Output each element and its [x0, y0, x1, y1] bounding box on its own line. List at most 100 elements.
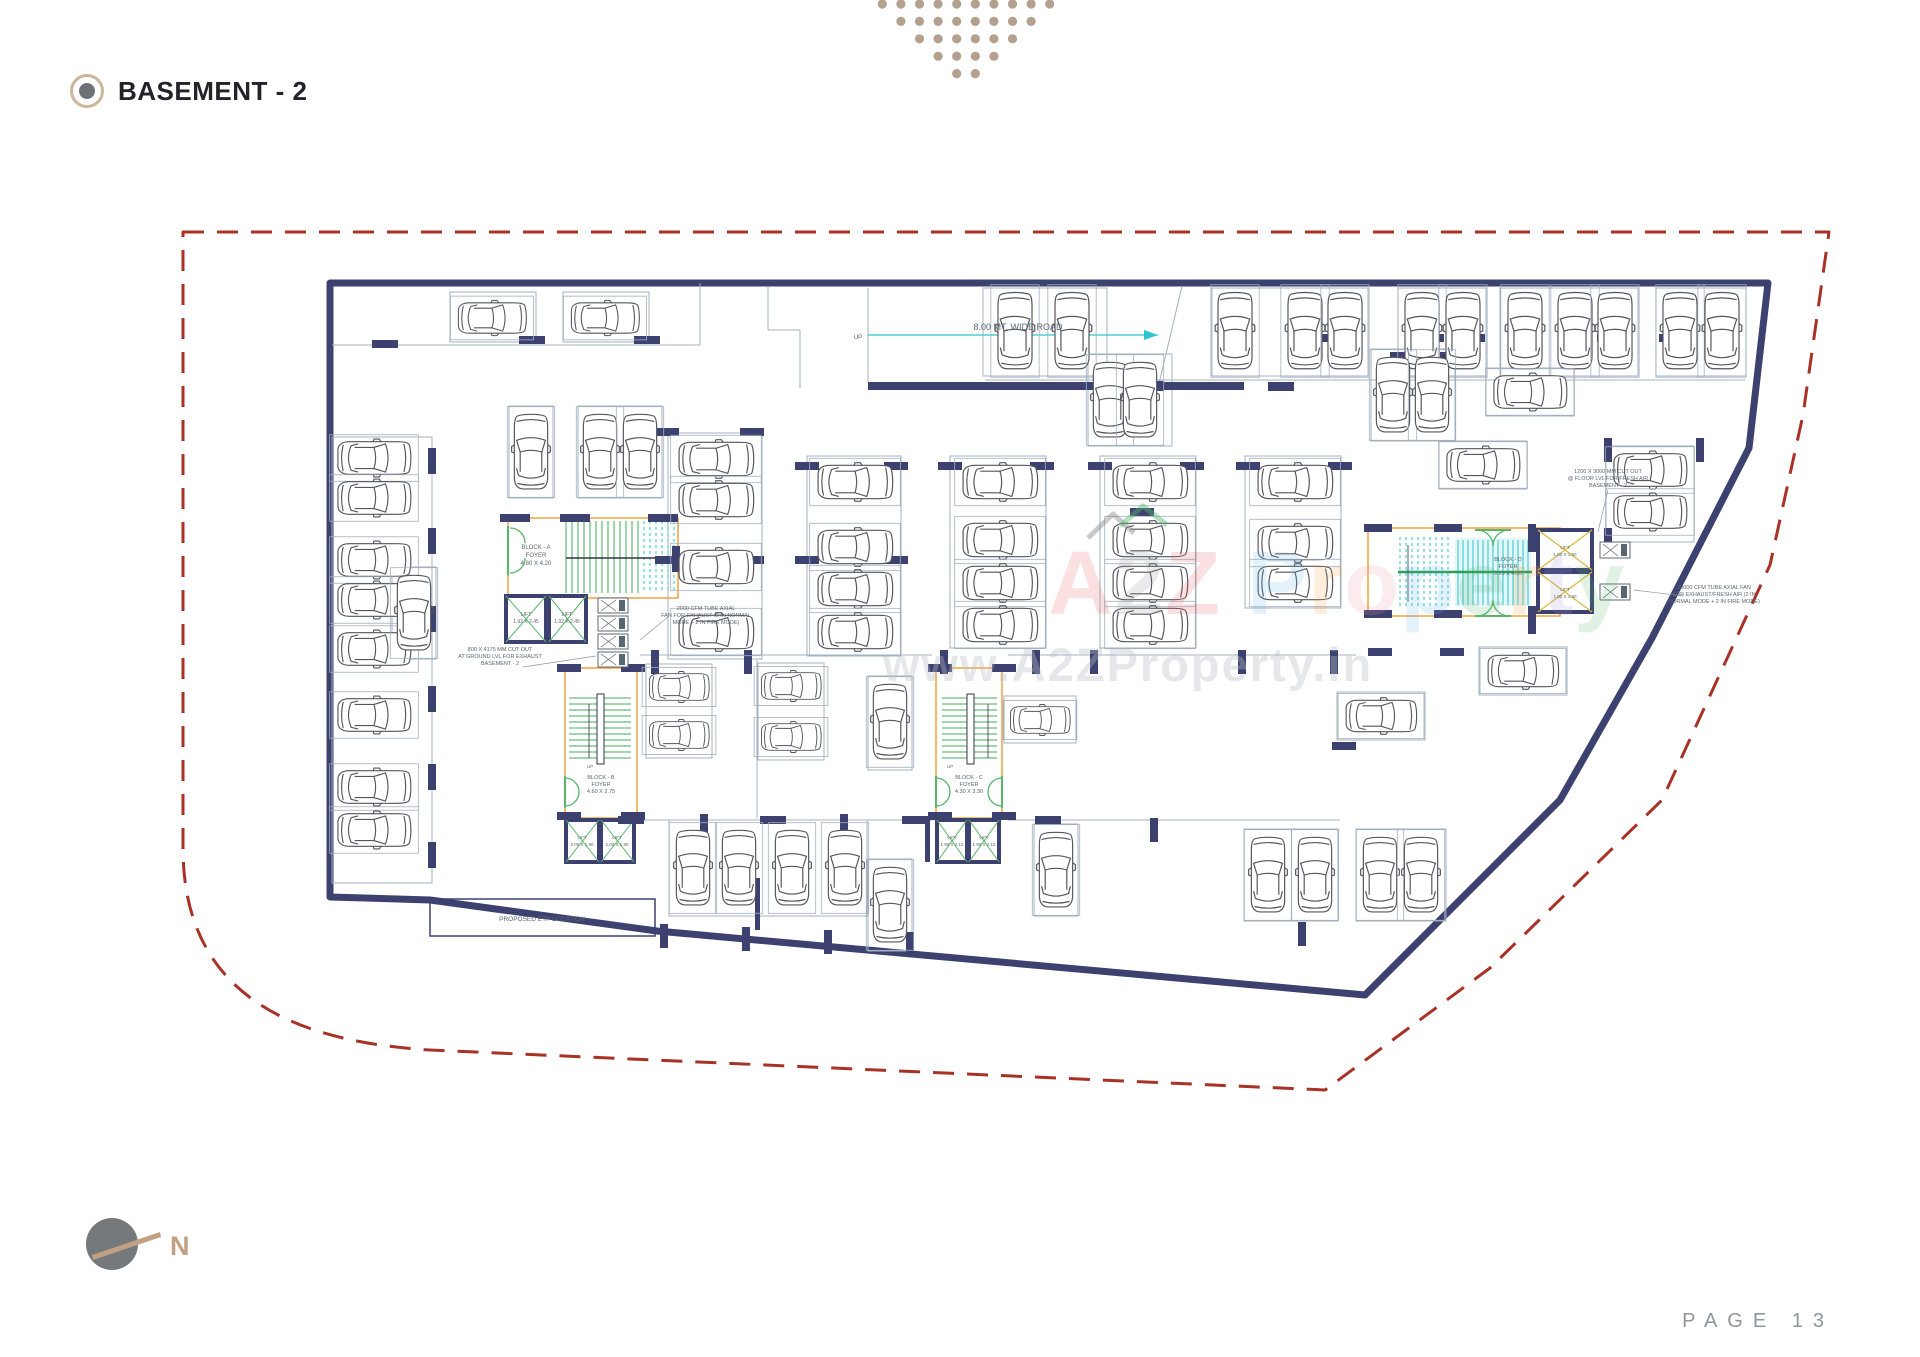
- plan-label: 1.80 X 1.90: [1553, 594, 1577, 599]
- car: [1701, 291, 1743, 370]
- car: [817, 527, 894, 567]
- heading-bullet-icon: [70, 74, 104, 108]
- stair-divider-box: [966, 693, 975, 765]
- stall-group: [949, 455, 1047, 649]
- dot: [933, 16, 943, 26]
- car: [1360, 836, 1400, 913]
- dot: [1007, 16, 1018, 26]
- door-arc: [509, 557, 526, 574]
- wall-column: [1434, 524, 1462, 532]
- leader-line: [522, 489, 1684, 668]
- lift-cross: [505, 595, 1000, 863]
- wall-column: [928, 664, 952, 672]
- wall-column: [1604, 528, 1612, 552]
- wall-column: [744, 650, 752, 674]
- car: [511, 413, 551, 490]
- plan-label: AT GROUND LVL FOR EXHAUST: [458, 654, 542, 660]
- wall-column: [884, 462, 908, 470]
- wall-column: [906, 932, 914, 956]
- wall-column: [428, 448, 436, 474]
- car: [1257, 462, 1334, 502]
- wall-column: [760, 816, 786, 824]
- door-arc: [564, 777, 580, 793]
- dot: [952, 69, 962, 79]
- plan-label: LIFT: [1560, 545, 1570, 550]
- parking-stall: [1002, 700, 1078, 740]
- wall-column: [1364, 610, 1392, 618]
- dot: [1007, 0, 1018, 9]
- parking-stall: [1243, 829, 1293, 921]
- stall-group: [1499, 287, 1639, 377]
- fan-icon: [600, 653, 617, 666]
- car: [1010, 704, 1071, 736]
- fan-icon: [600, 599, 617, 612]
- car: [649, 719, 710, 751]
- door-arc: [509, 527, 1510, 807]
- lift-cross: [565, 819, 600, 863]
- car: [761, 670, 822, 702]
- door-arc: [509, 527, 526, 544]
- parking-stall: [809, 607, 901, 657]
- car: [1324, 291, 1366, 370]
- parking-stall: [809, 457, 901, 507]
- dot: [914, 0, 925, 9]
- car: [1295, 836, 1335, 913]
- fan-icon: [1621, 544, 1627, 556]
- wall-column: [1368, 648, 1392, 656]
- parking-stall: [753, 717, 829, 757]
- car: [1594, 291, 1636, 370]
- ramp-dim-arrow: [1144, 330, 1158, 340]
- page-title: BASEMENT - 2: [118, 75, 308, 106]
- car: [337, 767, 412, 807]
- parking-stall: [1438, 284, 1488, 378]
- plan-label: LIFT: [612, 835, 622, 840]
- plan-label: PROPOSED ETP LOCATION: [499, 916, 585, 923]
- wall-column: [1236, 462, 1260, 470]
- stall-group: [1003, 695, 1077, 744]
- dot: [952, 0, 962, 9]
- wall-column: [660, 924, 668, 948]
- car: [870, 683, 910, 760]
- leader-line: [639, 616, 669, 641]
- plan-label: NORMAL MODE + 2 IN FIRE MODE): [1668, 599, 1760, 605]
- parking-stall: [1320, 284, 1370, 378]
- wall-column: [621, 664, 645, 672]
- parking-stall: [954, 457, 1046, 507]
- watermark-brand: A2Z Property: [1048, 534, 1625, 634]
- wall-column: [428, 606, 436, 632]
- car: [1373, 356, 1413, 433]
- watermark-url: www.A2ZProperty.in: [882, 638, 1371, 691]
- stair-divider-box: [596, 693, 975, 765]
- parking-stall: [668, 822, 718, 914]
- door-arc: [564, 791, 580, 807]
- plan-label: 1.80 X 1.90: [1553, 552, 1577, 557]
- parking-stall: [329, 806, 419, 854]
- plan-label: BLOCK - D: [1494, 557, 1522, 563]
- wall-column: [372, 340, 398, 348]
- fan-icon: [619, 618, 625, 629]
- wall-column: [1696, 438, 1704, 462]
- wall-column: [1604, 438, 1612, 462]
- parking-stall: [1031, 824, 1081, 916]
- parking-stall: [1337, 693, 1425, 739]
- parking-stall: [1210, 284, 1260, 378]
- car: [870, 866, 910, 943]
- stall-group: [757, 662, 825, 761]
- dot: [970, 69, 980, 79]
- plan-label: 2.00 X 1.90: [570, 842, 594, 847]
- fan-icon: [600, 635, 617, 648]
- watermark-brand: A2Z Property: [1048, 534, 1625, 634]
- plan-label: 2.00 X 1.90: [605, 842, 629, 847]
- page-number: PAGE 13: [1682, 1310, 1834, 1332]
- plan-label: 4.60 X 2.75: [587, 789, 615, 795]
- wall-column: [372, 334, 1704, 956]
- wall-column: [634, 336, 660, 344]
- parking-stall: [1605, 488, 1695, 536]
- ramp-dim-arrow: [1144, 330, 1158, 340]
- dot: [952, 16, 962, 26]
- wall-column: [1238, 650, 1246, 674]
- dot: [970, 0, 980, 9]
- stall-group: [1211, 287, 1369, 377]
